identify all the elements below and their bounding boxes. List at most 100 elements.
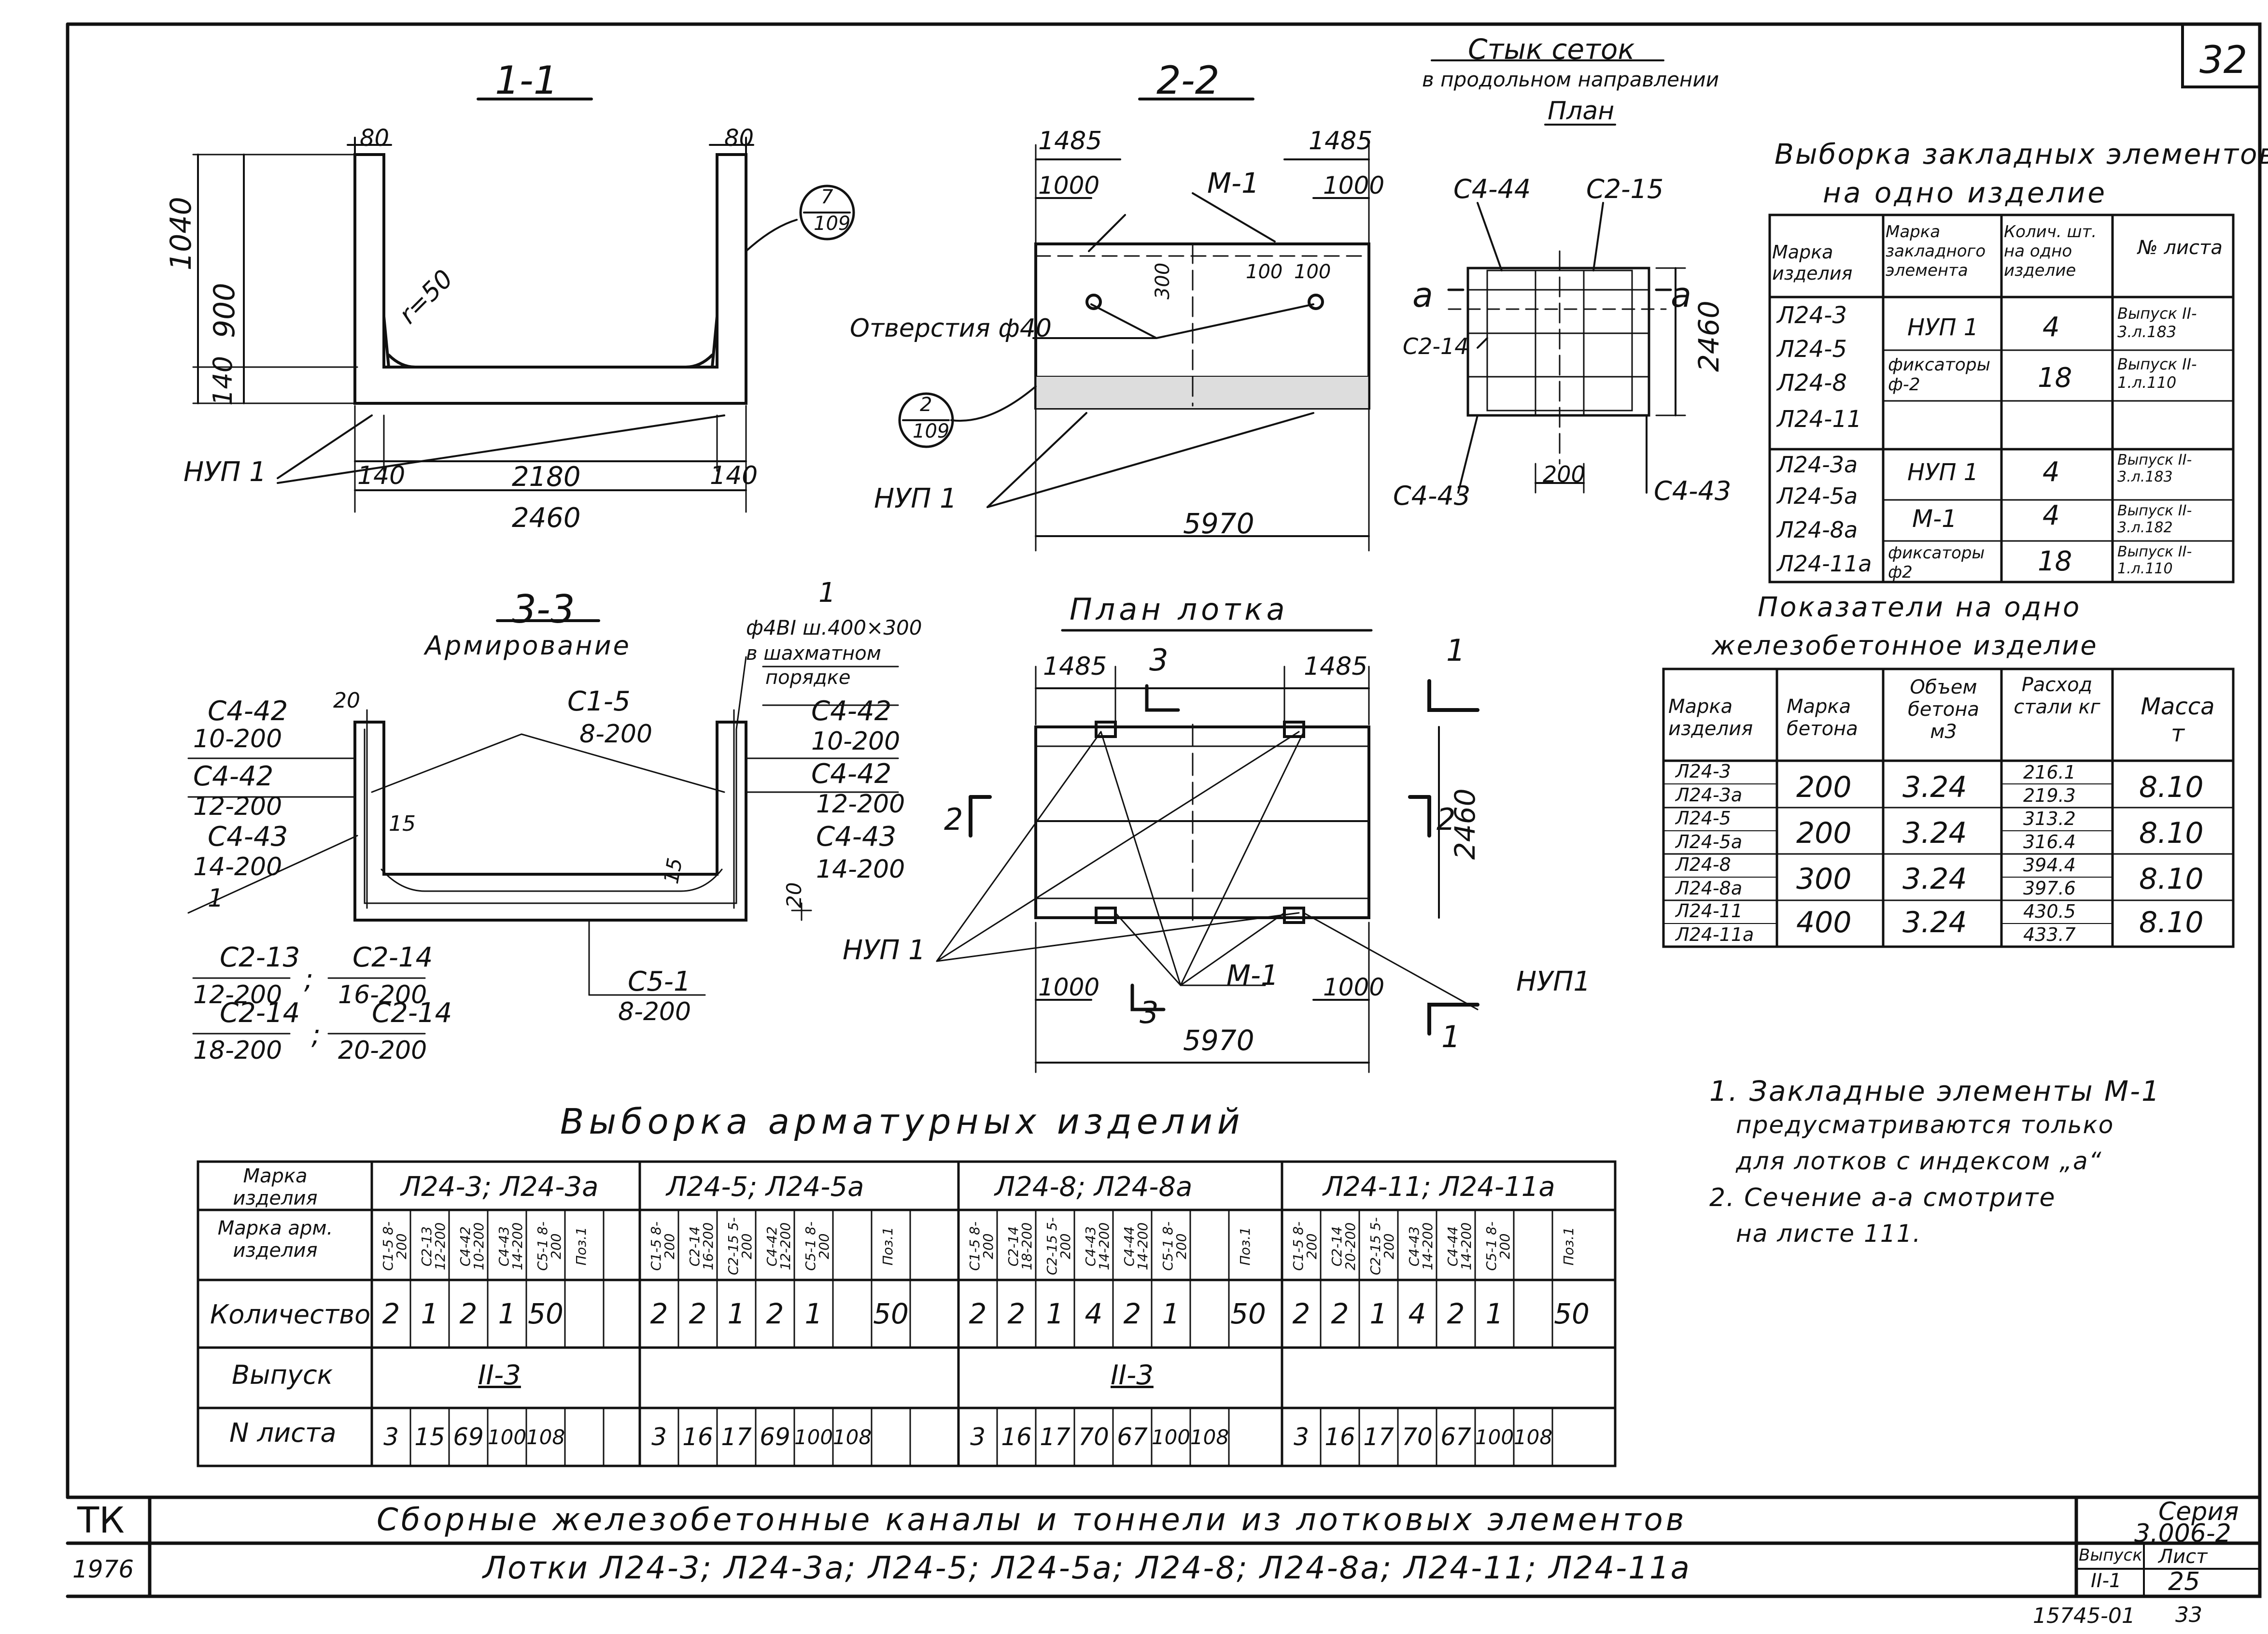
rebar-mark-cell: С4-43 14-200 bbox=[1083, 1222, 1112, 1270]
rebar-head-armmark: Марка арм. изделия bbox=[217, 1217, 333, 1262]
dim-2180: 2180 bbox=[512, 461, 581, 493]
tb-sheet-label: Лист bbox=[2158, 1546, 2208, 1568]
indicators-title: Показатели на одно bbox=[1758, 592, 2082, 623]
rebar-table-lines bbox=[197, 1160, 1617, 1467]
tb-issue-label: Выпуск bbox=[2079, 1546, 2142, 1565]
dim-1000-right: 1000 bbox=[1323, 171, 1385, 199]
rebar-qty-cell: 1 bbox=[1485, 1297, 1504, 1330]
indicator-grade: 200 bbox=[1796, 816, 1852, 850]
embedded-cell: НУП 1 bbox=[1907, 459, 1979, 486]
rebar-sheet-cell: 108 bbox=[1190, 1425, 1229, 1449]
dim-15-right: 15 bbox=[659, 856, 687, 886]
indicators-head-volume: Объем бетона м3 bbox=[1908, 676, 1979, 743]
rebar-qty-cell: 2 bbox=[766, 1297, 784, 1330]
rebar-qty-cell: 2 bbox=[650, 1297, 668, 1330]
c5-1-label: С5-1 bbox=[628, 966, 691, 997]
semicolon-1: ; bbox=[304, 964, 313, 995]
rebar-mark-cell: С2-14 20-200 bbox=[1329, 1222, 1358, 1270]
indicator-steel: 394.4 bbox=[2023, 854, 2076, 876]
ref-circle-bottom: 109 bbox=[814, 213, 851, 235]
section-1-1-title: 1-1 bbox=[495, 58, 558, 103]
plan-title: План лотка bbox=[1070, 592, 1289, 627]
dim-140-right: 140 bbox=[710, 461, 758, 490]
plan-cut-3-bottom: 3 bbox=[1140, 995, 1159, 1030]
plan-dim-1485-right: 1485 bbox=[1304, 652, 1368, 681]
embedded-mark: Л24-11 bbox=[1777, 406, 1862, 433]
rebar-qty-cell: 2 bbox=[1123, 1297, 1141, 1330]
indicator-volume: 3.24 bbox=[1902, 862, 1967, 896]
c2-14-a-label: С2-14 bbox=[352, 942, 433, 973]
embedded-cell: 4 bbox=[2043, 456, 2060, 488]
indicator-steel: 316.4 bbox=[2023, 831, 2076, 853]
tb-sheet-value: 25 bbox=[2168, 1567, 2200, 1596]
rebar-qty-cell: 50 bbox=[1230, 1297, 1266, 1330]
dim-100-b: 100 bbox=[1294, 261, 1331, 283]
rebar-qty-cell: 1 bbox=[727, 1297, 746, 1330]
embedded-cell: НУП 1 bbox=[1907, 314, 1979, 341]
rebar-mark-cell: С1-5 8-200 bbox=[648, 1221, 677, 1271]
embedded-cell: М-1 bbox=[1912, 505, 1957, 533]
dim-1000-left: 1000 bbox=[1038, 171, 1100, 199]
left-c4-42-b-spacing: 12-200 bbox=[193, 792, 282, 821]
rebar-qty-cell: 2 bbox=[1292, 1297, 1310, 1330]
tb-subtitle: Лотки Л24-3; Л24-3а; Л24-5; Л24-5а; Л24-… bbox=[483, 1550, 1691, 1586]
dim-1485-left: 1485 bbox=[1038, 127, 1102, 156]
dim-2460: 2460 bbox=[512, 502, 581, 534]
c1-5-spacing: 8-200 bbox=[579, 720, 653, 749]
rebar-mark-cell: С2-15 5-200 bbox=[1367, 1217, 1397, 1275]
indicator-mark: Л24-8 bbox=[1676, 854, 1731, 875]
indicator-volume: 3.24 bbox=[1902, 816, 1967, 850]
nup1-label-1: НУП 1 bbox=[183, 456, 267, 488]
joint-subtitle: в продольном направлении bbox=[1422, 68, 1719, 91]
rebar-sheet-cell: 17 bbox=[1363, 1423, 1394, 1451]
indicator-steel: 397.6 bbox=[2023, 878, 2076, 899]
left-c4-42-a-spacing: 10-200 bbox=[193, 725, 282, 753]
rebar-sheet-cell: 70 bbox=[1078, 1423, 1109, 1451]
pos1-spec-2: в шахматном bbox=[746, 642, 881, 665]
indicator-mark: Л24-11а bbox=[1676, 924, 1754, 945]
plan-dim-2460: 2460 bbox=[1449, 788, 1481, 860]
left-c4-43-spacing: 14-200 bbox=[193, 853, 282, 881]
plan-m1: М-1 bbox=[1226, 959, 1279, 992]
section-3-3-subtitle: Армирование bbox=[425, 630, 631, 661]
embedded-cell: 4 bbox=[2043, 500, 2060, 531]
note-line: 2. Сечение а-а смотрите bbox=[1709, 1183, 2056, 1212]
note-line: для лотков с индексом „а“ bbox=[1736, 1147, 2102, 1175]
rebar-head-mark: Марка изделия bbox=[233, 1165, 318, 1209]
indicators-table-lines bbox=[1662, 668, 2235, 948]
ref-circle-2-top: 2 bbox=[920, 394, 932, 416]
dim-140-left: 140 bbox=[357, 461, 406, 490]
embedded-cell: фиксаторы ф-2 bbox=[1888, 355, 1991, 395]
c2-14-b-label: С2-14 bbox=[220, 997, 300, 1029]
right-c4-42-b-spacing: 12-200 bbox=[816, 790, 905, 819]
rebar-sheet-cell: 17 bbox=[721, 1423, 752, 1451]
embedded-table-subtitle: на одно изделие bbox=[1823, 176, 2108, 209]
embedded-cell: 4 bbox=[2043, 312, 2060, 343]
indicator-mark: Л24-8а bbox=[1676, 878, 1743, 899]
rebar-qty-cell: 2 bbox=[382, 1297, 400, 1330]
embedded-mark: Л24-5а bbox=[1777, 483, 1858, 509]
embedded-mark: Л24-5 bbox=[1777, 336, 1847, 363]
rebar-sheet-cell: 3 bbox=[651, 1423, 667, 1451]
c2-14-b-spacing: 18-200 bbox=[193, 1036, 282, 1065]
tray-plan-drawing bbox=[936, 629, 1479, 1073]
indicator-grade: 400 bbox=[1796, 906, 1852, 939]
rebar-mark-cell: С4-44 14-200 bbox=[1121, 1222, 1151, 1270]
pos1-spec: ф4ВI ш.400×300 bbox=[746, 616, 922, 639]
rebar-qty-cell: 1 bbox=[804, 1297, 823, 1330]
rebar-sheet-cell: 100 bbox=[487, 1425, 527, 1449]
rebar-mark-cell: С2-13 12-200 bbox=[419, 1222, 448, 1270]
rebar-head-qty: Количество bbox=[210, 1299, 371, 1330]
rebar-sheet-cell: 3 bbox=[1294, 1423, 1309, 1451]
c2-13-spacing: 12-200 bbox=[193, 980, 282, 1009]
rebar-qty-cell: 1 bbox=[1162, 1297, 1180, 1330]
rebar-qty-cell: 2 bbox=[1007, 1297, 1026, 1330]
rebar-sheet-cell: 3 bbox=[383, 1423, 399, 1451]
dim-300: 300 bbox=[1152, 262, 1174, 299]
plan-nup1-left: НУП 1 bbox=[843, 935, 926, 966]
embedded-table-lines bbox=[1768, 213, 2235, 583]
rebar-issue-1: II-3 bbox=[478, 1360, 521, 1391]
c2-14-label: С2-14 bbox=[1403, 333, 1469, 359]
rebar-qty-cell: 2 bbox=[459, 1297, 478, 1330]
